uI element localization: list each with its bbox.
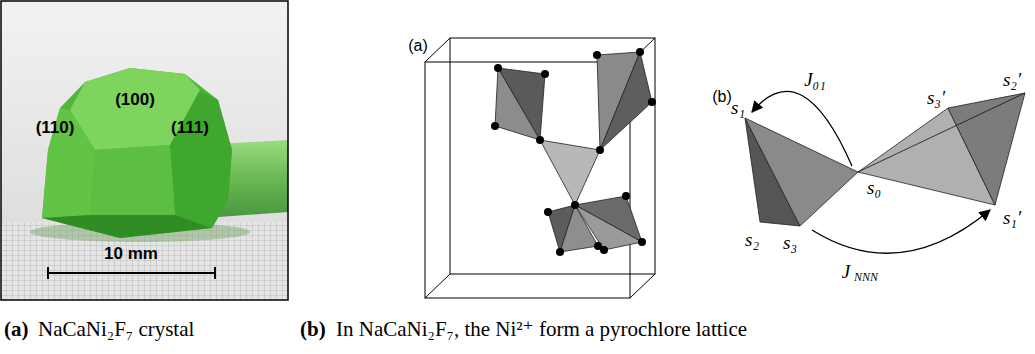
caption-text: NaCaNi₂F₇ crystal bbox=[38, 318, 194, 341]
exchange-subscript: NNN bbox=[854, 271, 878, 284]
panel-letter: (b) bbox=[712, 88, 732, 106]
site-label: s₁ bbox=[731, 98, 745, 119]
exchange-arrows bbox=[752, 91, 990, 253]
exchange-label: J bbox=[842, 262, 850, 283]
site-label: s₂ bbox=[745, 230, 759, 251]
cube-frame bbox=[425, 38, 655, 298]
lattice-sites bbox=[491, 48, 656, 256]
site-label: s₃ bbox=[783, 233, 797, 254]
site-label: s₂′ bbox=[1003, 70, 1021, 91]
site-label: s₁′ bbox=[1003, 208, 1021, 229]
caption-letter: (b) bbox=[300, 318, 326, 341]
tetrahedron-pair bbox=[745, 93, 1025, 226]
caption-text: In NaCaNi₂F₇, the Ni²⁺ form a pyrochlore… bbox=[336, 318, 747, 341]
caption-letter: (a) bbox=[4, 318, 29, 341]
face-index: (100) bbox=[115, 91, 155, 110]
face-index: (110) bbox=[36, 119, 75, 138]
crystal-photo bbox=[1, 1, 288, 300]
face-index: (111) bbox=[171, 119, 209, 138]
site-label: s₀ bbox=[867, 178, 881, 199]
panel-letter: (a) bbox=[408, 37, 428, 55]
tetrahedra bbox=[495, 52, 652, 252]
scale-label: 10 mm bbox=[104, 245, 158, 264]
site-label: s₃′ bbox=[927, 88, 945, 109]
exchange-label: J₀₁ bbox=[804, 70, 826, 91]
